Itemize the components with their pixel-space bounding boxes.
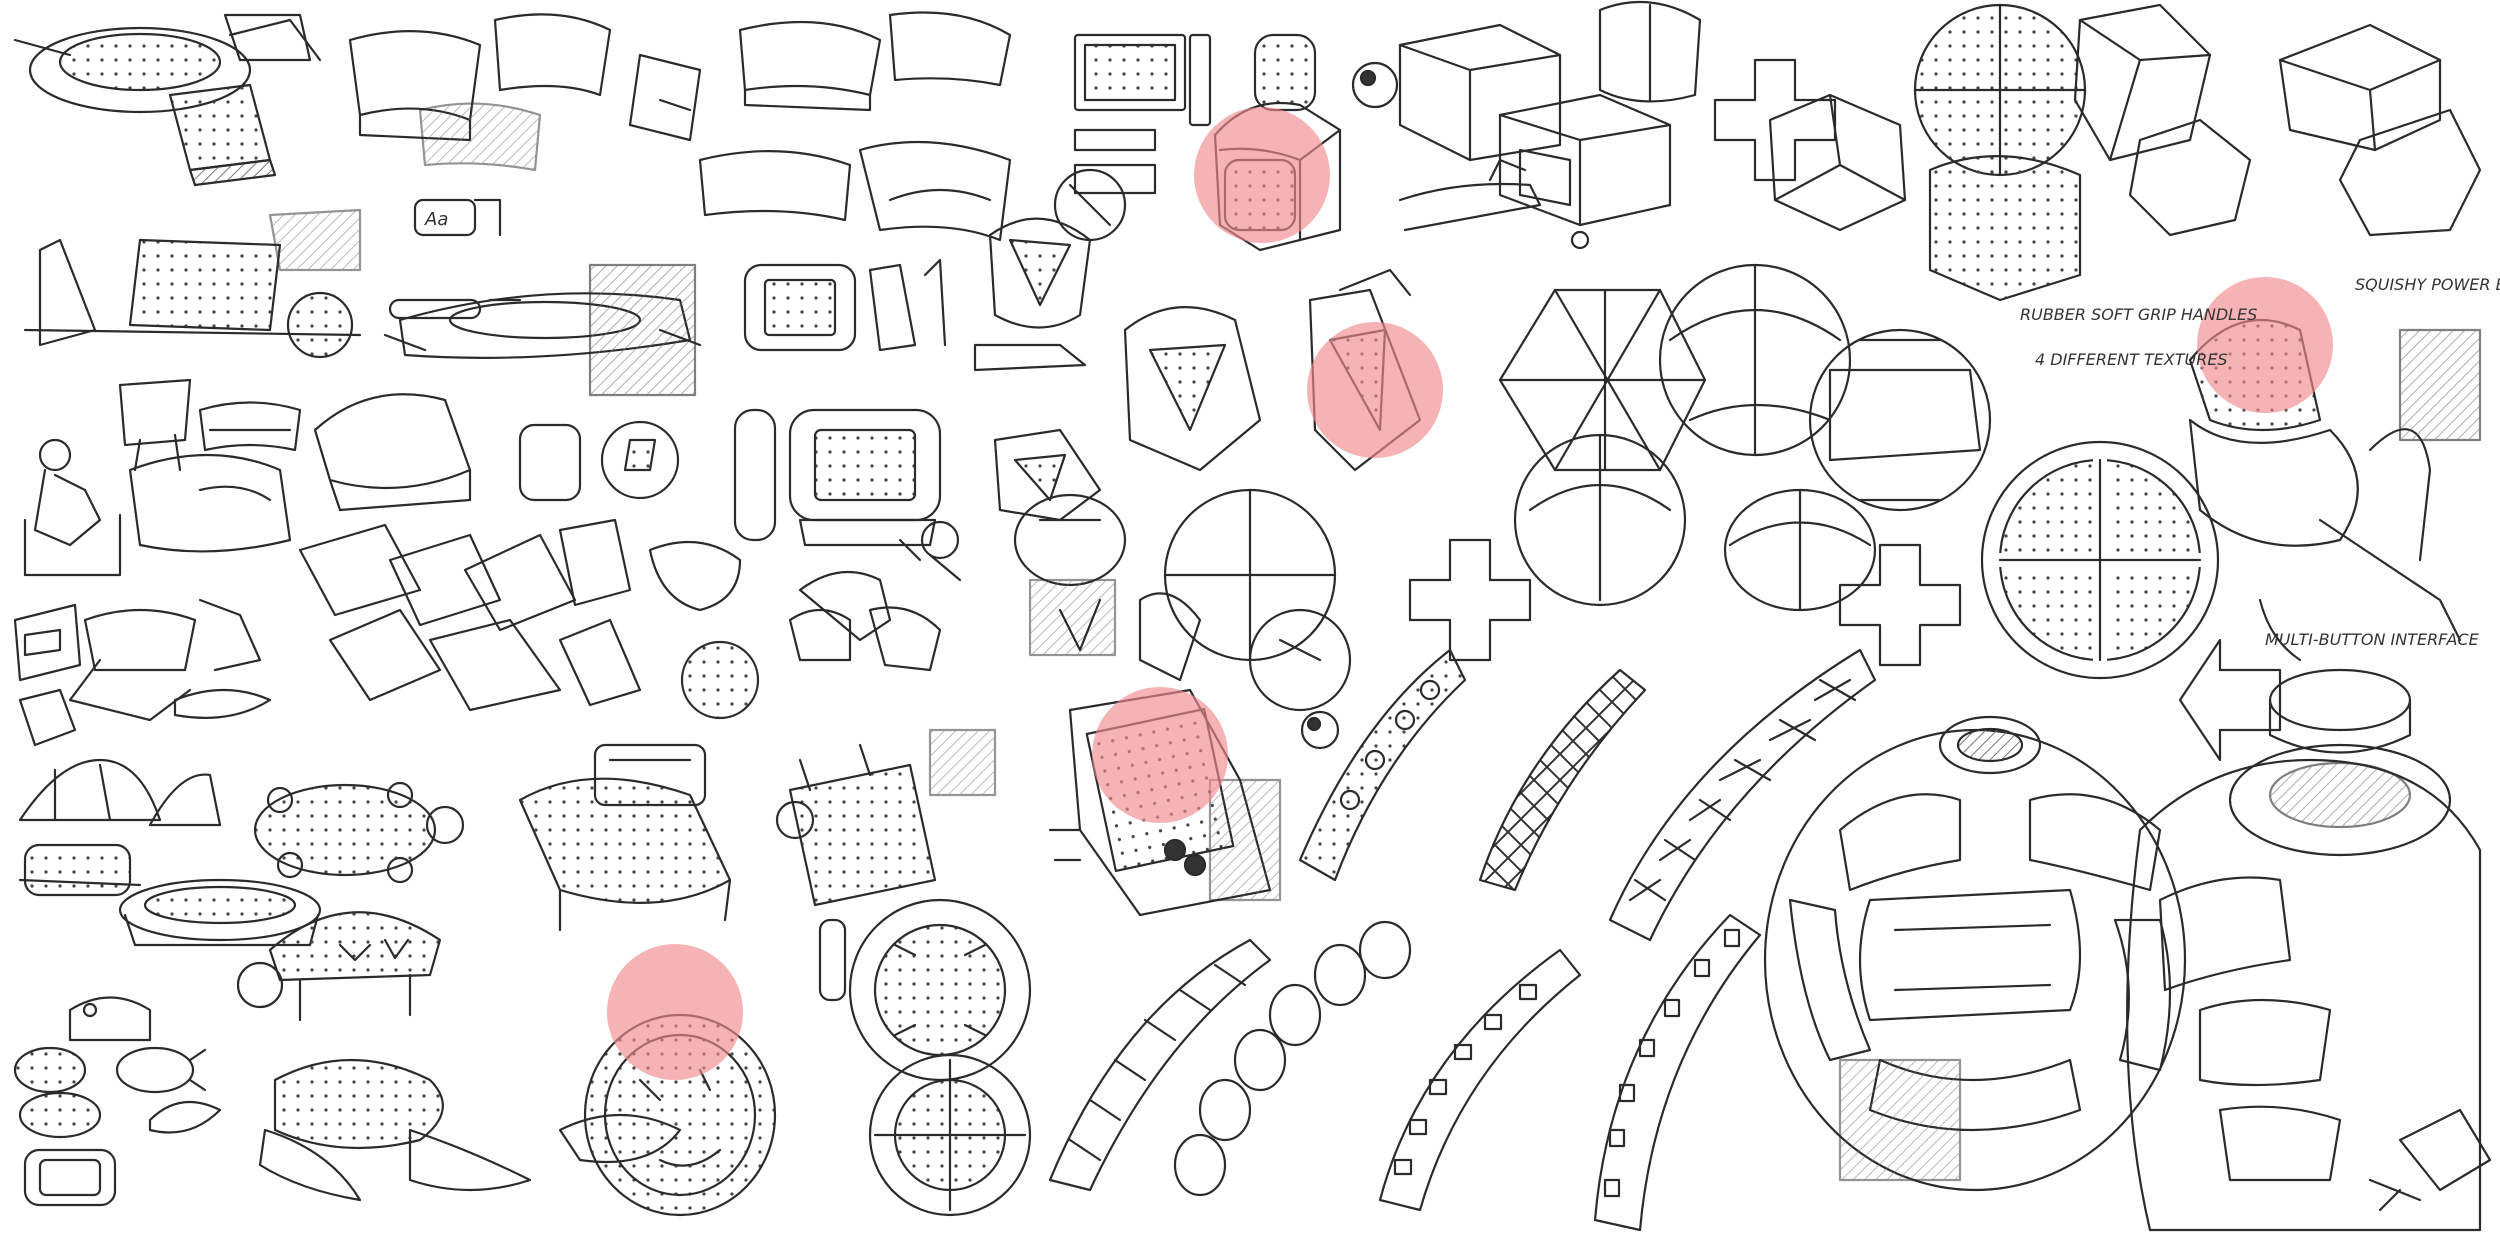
sketch-oval-platform <box>118 878 322 947</box>
sketch-cube-boxes <box>1398 0 1702 227</box>
sketch-domes <box>18 758 222 897</box>
highlight-cube-device <box>1194 107 1330 243</box>
sketch-texture-band-7 <box>1593 913 1762 1232</box>
sketch-couch-forms <box>698 11 1012 242</box>
sketch-round-elements <box>788 520 962 672</box>
sketch-icosahedron <box>1498 288 1707 472</box>
sketch-mid-handheld-round <box>518 408 777 542</box>
sketch-texture-band-3 <box>1608 648 1877 942</box>
sketch-animal-pads <box>13 996 682 1207</box>
sketch-texture-band-5 <box>1173 920 1412 1197</box>
sketch-bench-pad <box>518 743 732 932</box>
sketch-top-right-polyhedra <box>1768 3 2482 302</box>
sketch-oval-tray <box>13 13 322 114</box>
sketch-person-at-desk <box>23 438 292 577</box>
sketch-turtle-top <box>253 781 465 884</box>
highlight-spots <box>607 107 2333 1080</box>
sketch-handheld <box>743 258 947 352</box>
sketch-tablet-device <box>383 263 702 397</box>
highlight-round-pad-device <box>607 944 743 1080</box>
highlight-triangle-device <box>1307 322 1443 458</box>
sketch-texture-band-1 <box>1298 648 1467 882</box>
sketch-spheres <box>1513 230 1992 612</box>
sketch-control-panels <box>1073 33 1317 195</box>
sketch-standing-panel <box>23 208 362 359</box>
sketch-arm-pointing <box>1398 158 1542 232</box>
sketch-round-pad-rings <box>818 898 1032 1217</box>
sketch-folded-panel <box>168 83 277 187</box>
sketch-tablet-screen <box>788 408 942 547</box>
note-textures: 4 DIFFERENT TEXTURES <box>2035 350 2228 369</box>
sketch-pads-small <box>13 598 272 747</box>
sketch-arrow-turn <box>2178 638 2412 762</box>
sketch-wedge-blocks <box>298 393 760 720</box>
sketch-big-hub <box>2126 743 2492 1232</box>
sketch-plus-shapes <box>1408 58 1962 667</box>
highlight-grid-panel-device <box>1092 687 1228 823</box>
highlight-top-power-button <box>2197 277 2333 413</box>
sketch-texture-band-6 <box>1378 948 1582 1212</box>
sketch-texture-band-4 <box>1048 938 1272 1192</box>
sketch-stools <box>118 378 302 472</box>
annotation-notes: SQUISHY POWER BUTTON RUBBER SOFT GRIP HA… <box>2020 275 2500 649</box>
note-power-button: SQUISHY POWER BUTTON <box>2355 275 2500 294</box>
sketch-turtle-side <box>236 911 442 1022</box>
sketch-texture-band-2 <box>1478 668 1647 892</box>
svg-text:Aa: Aa <box>424 209 448 230</box>
sketch-large-ball-device <box>1763 715 2187 1192</box>
note-multi-button: MULTI-BUTTON INTERFACE <box>2265 630 2480 649</box>
sketch-folded-screen <box>775 728 997 907</box>
note-grip-handles: RUBBER SOFT GRIP HANDLES <box>2020 305 2257 324</box>
sketch-ring-devices <box>1013 488 1352 712</box>
sketch-seat-blocks <box>348 13 702 172</box>
